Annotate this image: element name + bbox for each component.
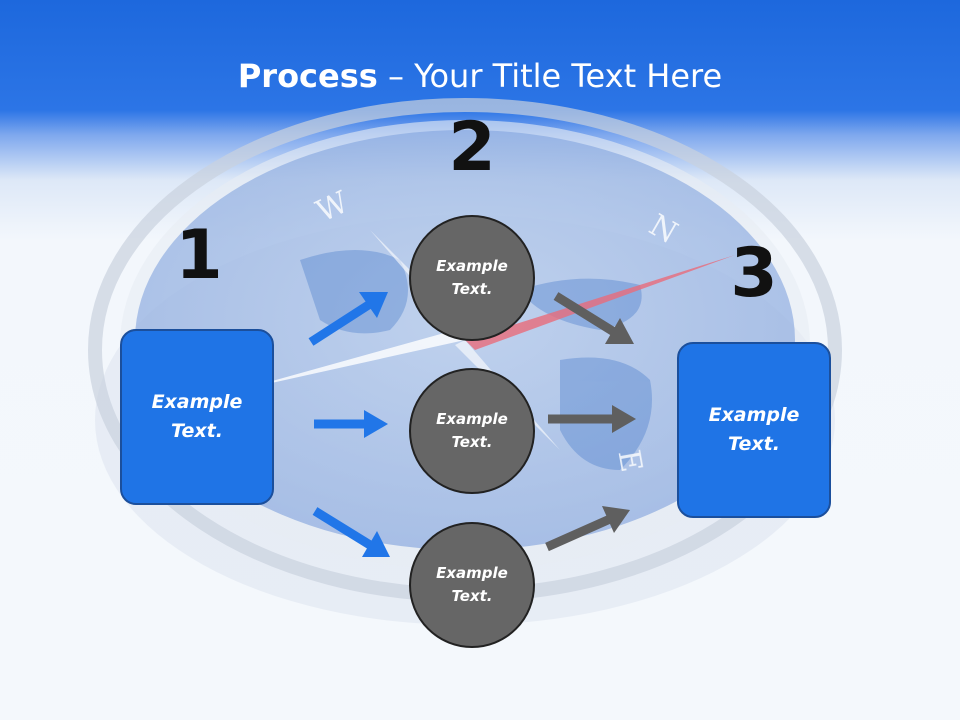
arrow-left-to-top — [308, 292, 388, 346]
step-number-1: 1 — [175, 216, 223, 295]
arrow-center-to-right — [548, 405, 636, 433]
left-box-text: Example Text. — [151, 391, 243, 442]
middle-circle-top: Example Text. — [409, 215, 535, 341]
middle-circle-center: Example Text. — [409, 368, 535, 494]
right-process-box: Example Text. — [677, 342, 831, 518]
slide-title: Process – Your Title Text Here — [0, 46, 960, 106]
step-number-3: 3 — [730, 234, 778, 313]
step-number-2: 2 — [448, 108, 496, 187]
arrow-left-to-center — [314, 410, 388, 438]
title-rest-text: – Your Title Text Here — [377, 57, 723, 95]
circle-top-text: Example Text. — [436, 257, 508, 298]
circle-bottom-text: Example Text. — [436, 564, 508, 605]
title-strong-text: Process — [237, 57, 378, 95]
arrow-left-to-bottom — [312, 507, 390, 557]
middle-circle-bottom: Example Text. — [409, 522, 535, 648]
arrow-bottom-to-right — [545, 506, 630, 552]
arrow-top-to-right — [553, 292, 634, 344]
right-box-text: Example Text. — [708, 404, 800, 455]
left-process-box: Example Text. — [120, 329, 274, 505]
circle-center-text: Example Text. — [436, 410, 508, 451]
